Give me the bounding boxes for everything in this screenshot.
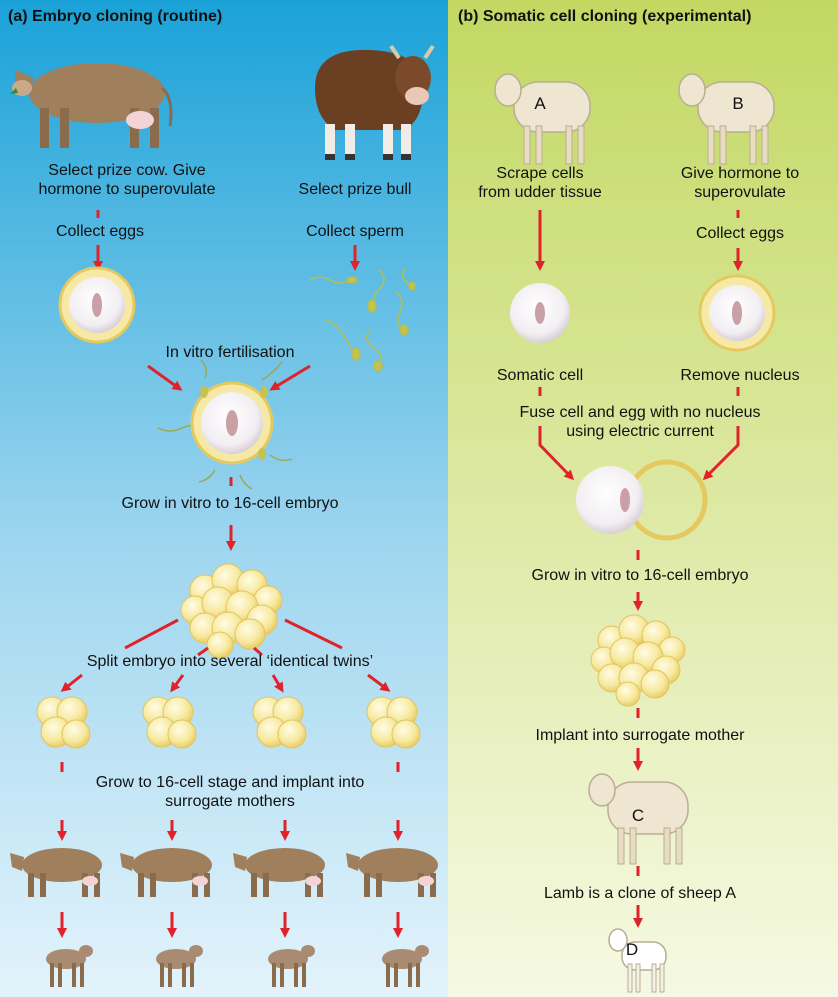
collect-eggs-b-label: Collect eggs xyxy=(670,224,810,243)
implant-b-label: Implant into surrogate mother xyxy=(470,726,810,745)
grow-16-cell-label: Grow in vitro to 16-cell embryo xyxy=(60,494,400,513)
give-hormone-label: Give hormone to xyxy=(650,164,830,183)
twin-embryo-icon xyxy=(367,697,420,748)
panel-b-title: (b) Somatic cell cloning (experimental) xyxy=(458,8,751,26)
select-cow-label-2: hormone to superovulate xyxy=(2,180,252,199)
egg-cell-icon xyxy=(700,276,774,350)
lamb-clone-label: Lamb is a clone of sheep A xyxy=(470,884,810,903)
twin-embryo-icon xyxy=(143,697,196,748)
fuse-label-2: using electric current xyxy=(470,422,810,441)
fuse-label: Fuse cell and egg with no nucleus xyxy=(470,403,810,422)
split-embryo-label: Split embryo into several ‘identical twi… xyxy=(20,652,440,671)
ivf-label: In vitro fertilisation xyxy=(120,343,340,362)
collect-sperm-label: Collect sperm xyxy=(280,222,430,241)
somatic-cell-icon xyxy=(510,283,570,343)
give-hormone-label-2: superovulate xyxy=(650,183,830,202)
sheep-b-label: B xyxy=(726,94,750,114)
select-cow-label: Select prize cow. Give xyxy=(2,161,252,180)
sheep-c-label: C xyxy=(626,806,650,826)
sheep-a-label: A xyxy=(528,94,552,114)
implant-label: Grow to 16-cell stage and implant into xyxy=(20,773,440,792)
select-bull-label: Select prize bull xyxy=(270,180,440,199)
twin-embryo-icon xyxy=(37,697,90,748)
lamb-d-label: D xyxy=(620,940,644,960)
egg-cell-icon xyxy=(60,268,134,342)
panel-a-title: (a) Embryo cloning (routine) xyxy=(8,8,222,26)
scrape-cells-label-2: from udder tissue xyxy=(455,183,625,202)
scrape-cells-label: Scrape cells xyxy=(455,164,625,183)
remove-nucleus-label: Remove nucleus xyxy=(655,366,825,385)
grow-16-cell-b-label: Grow in vitro to 16-cell embryo xyxy=(470,566,810,585)
implant-label-2: surrogate mothers xyxy=(20,792,440,811)
collect-eggs-label: Collect eggs xyxy=(20,222,180,241)
somatic-cell-label: Somatic cell xyxy=(470,366,610,385)
twin-embryo-icon xyxy=(253,697,306,748)
